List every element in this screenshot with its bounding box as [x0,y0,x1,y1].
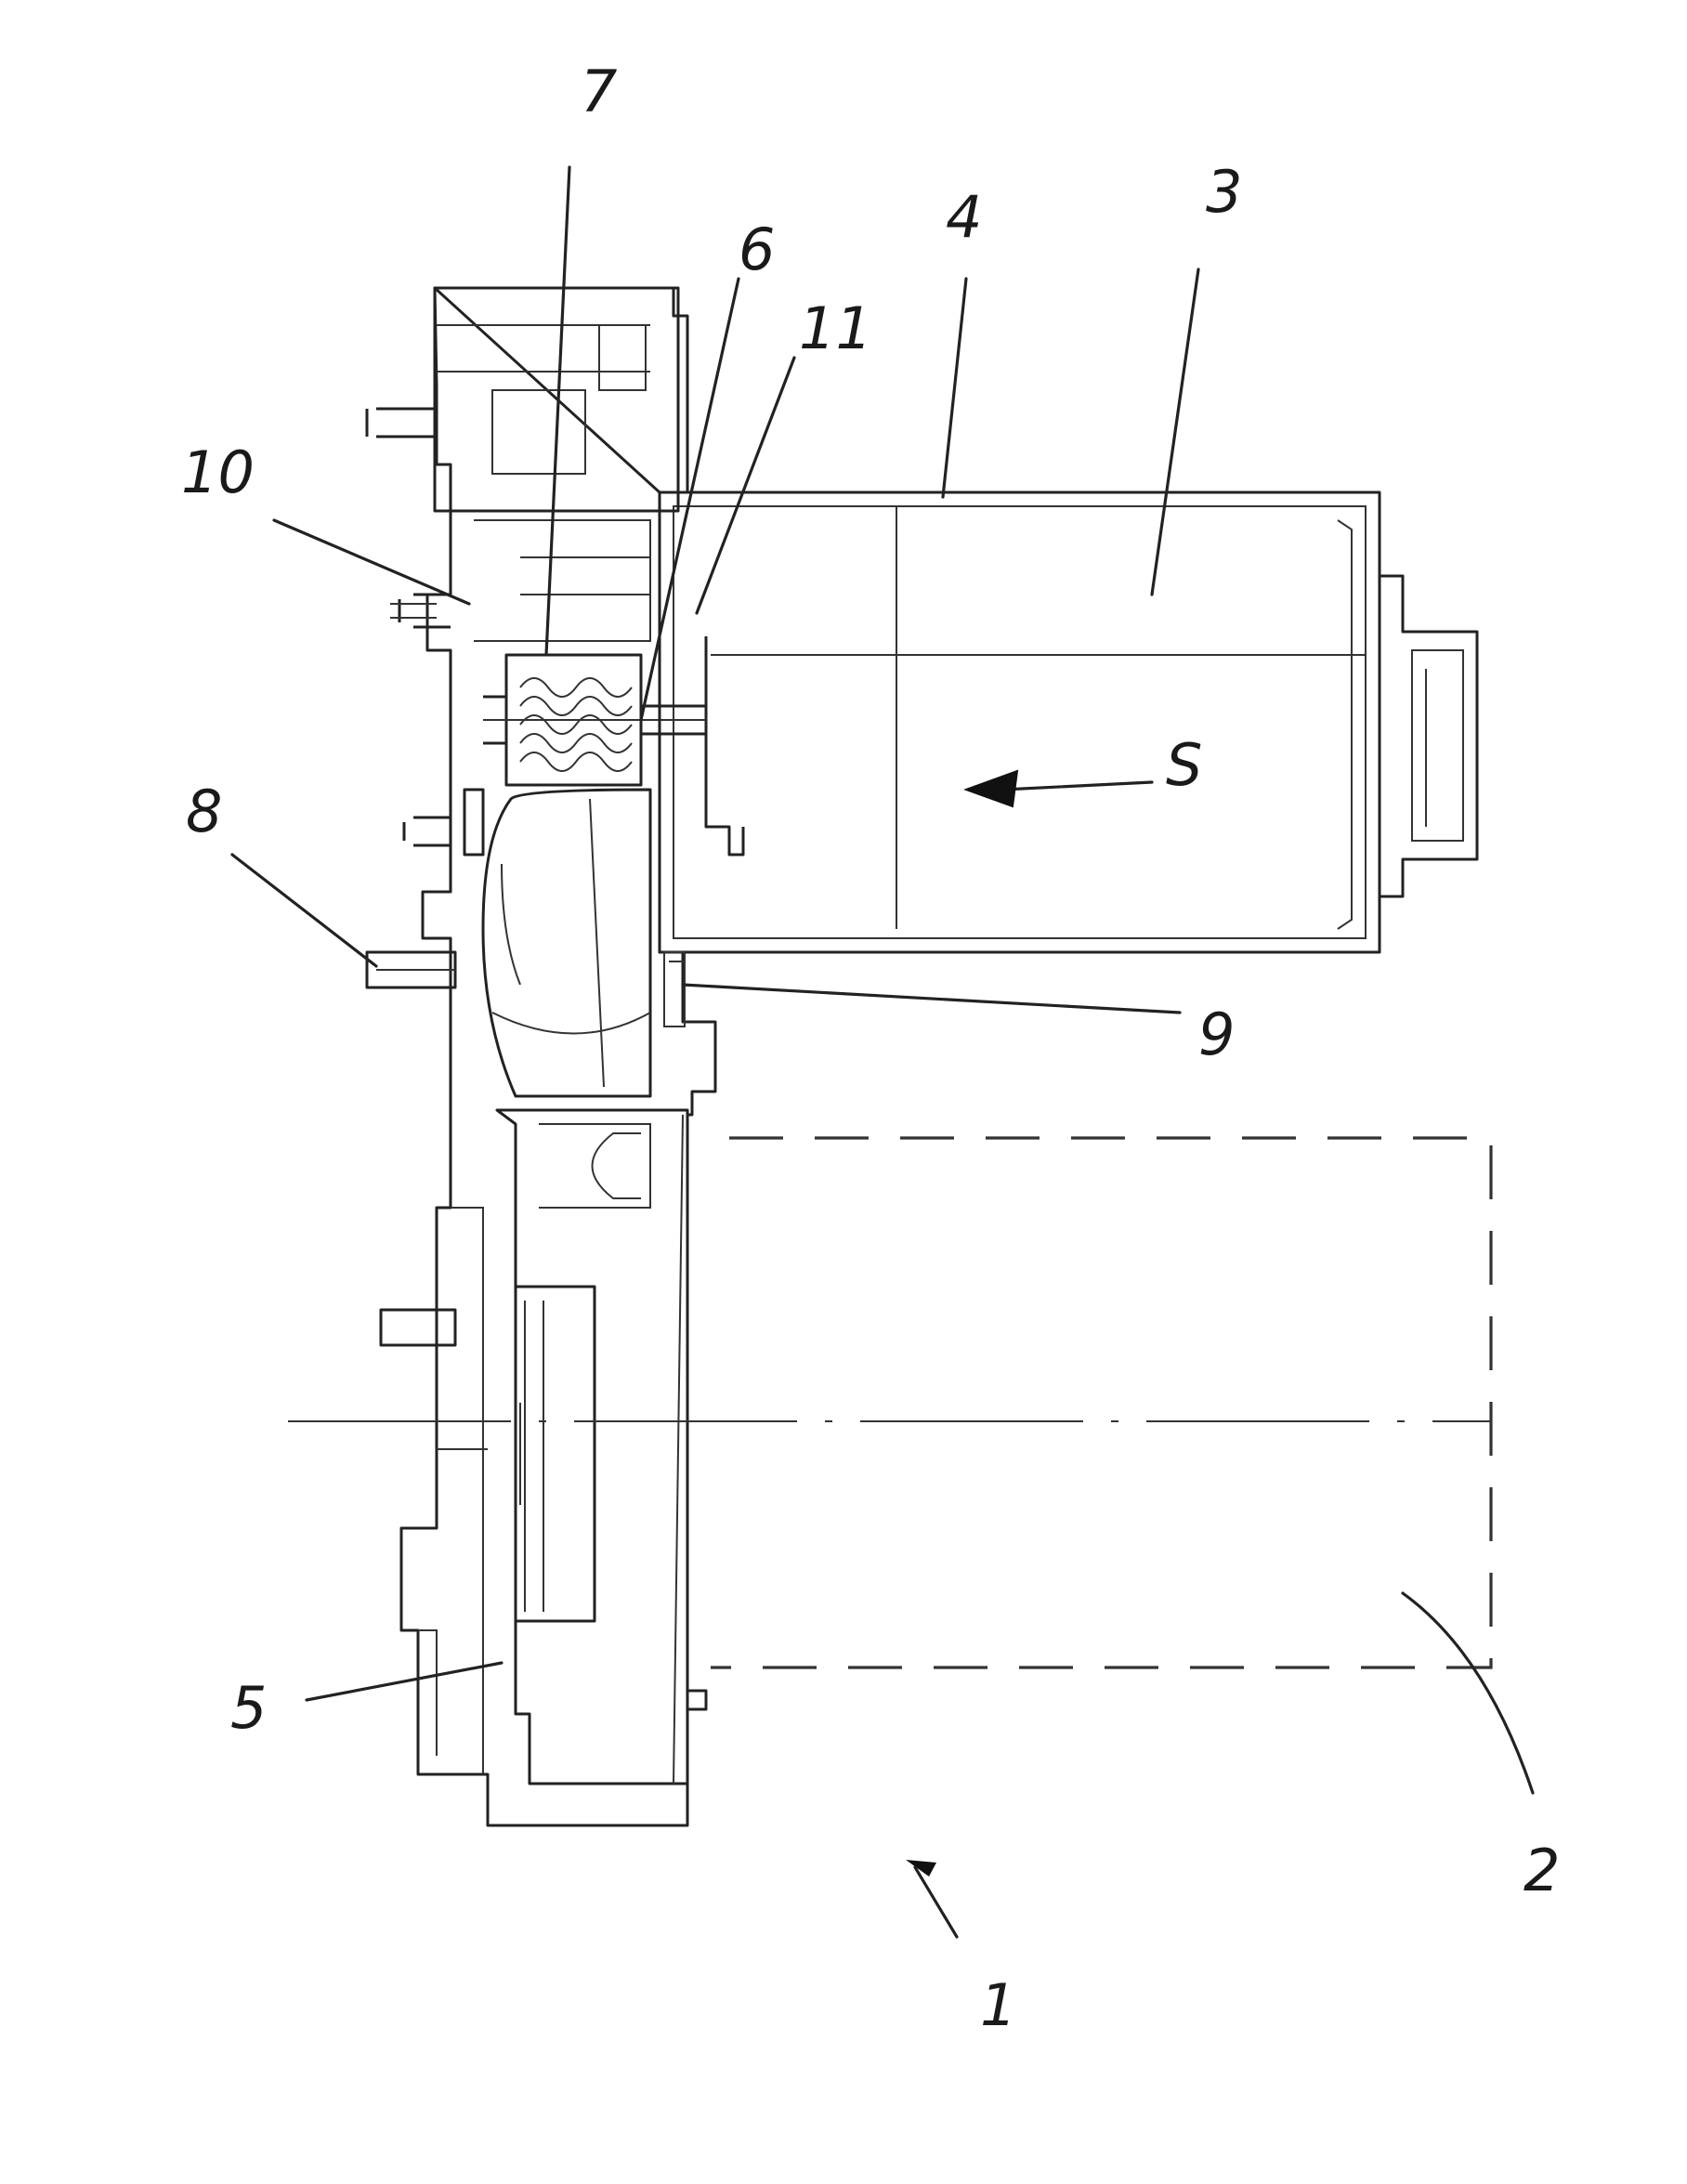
pin-8 [367,952,455,987]
leader-1 [915,1867,957,1937]
label-S: S [1166,731,1202,799]
pin-lower [381,1310,455,1345]
body-2-outline [711,1138,1491,1667]
label-9: 9 [1198,1000,1235,1068]
leader-5 [307,1663,502,1700]
label-5: 5 [230,1674,267,1742]
leader-7 [546,167,569,655]
leader-8 [232,855,376,966]
leader-10 [274,520,469,604]
label-1: 1 [980,1971,1016,2039]
leader-3 [1152,269,1198,595]
label-8: 8 [186,778,222,845]
label-7: 7 [581,58,617,125]
label-4: 4 [946,183,982,251]
gear-housing [401,288,715,1825]
leader-9 [683,985,1180,1013]
label-11: 11 [799,294,872,362]
motor-housing [660,492,1477,952]
leader-4 [943,279,966,497]
leader-2 [1403,1593,1533,1793]
reference-numerals: 7 6 11 4 3 10 8 9 5 2 1 S [181,58,1560,2039]
label-6: 6 [739,216,775,283]
label-10: 10 [181,438,255,506]
leader-lines [232,167,1533,1937]
label-2: 2 [1524,1837,1560,1904]
leader-6 [641,279,739,720]
label-3: 3 [1206,158,1242,226]
direction-arrow [966,771,1152,806]
connector-pins [367,409,451,845]
